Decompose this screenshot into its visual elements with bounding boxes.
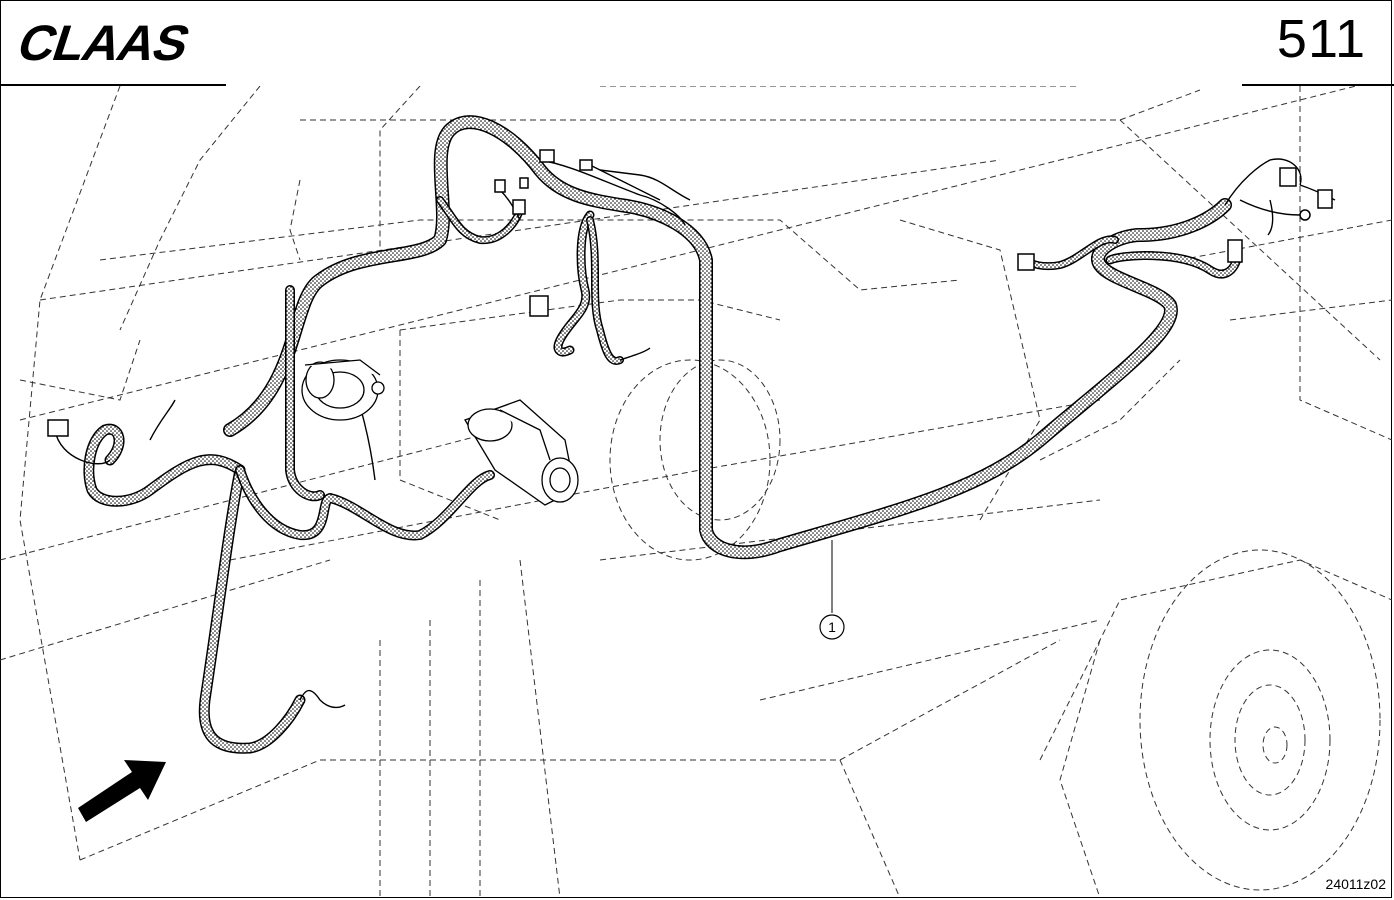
- callout-1: 1: [819, 540, 845, 640]
- logo-underline: [0, 84, 226, 86]
- direction-arrow-icon: [78, 760, 166, 822]
- callout-circle: [819, 614, 845, 640]
- page-number-underline: [1242, 84, 1394, 86]
- harness-cable: [83, 115, 1243, 754]
- drawing-code: 24011z02: [1325, 876, 1386, 892]
- starter-motor: [464, 399, 579, 506]
- callout-label: 1: [828, 619, 836, 635]
- svg-text:CLAAS: CLAAS: [14, 18, 196, 66]
- page-number: 511: [1276, 9, 1366, 69]
- alternator: [301, 359, 385, 421]
- claas-logo: CLAAS: [14, 18, 196, 66]
- connectors: [47, 149, 1333, 437]
- wiring-harness-drawing: 1: [0, 86, 1392, 898]
- machine-outline: [0, 86, 1392, 898]
